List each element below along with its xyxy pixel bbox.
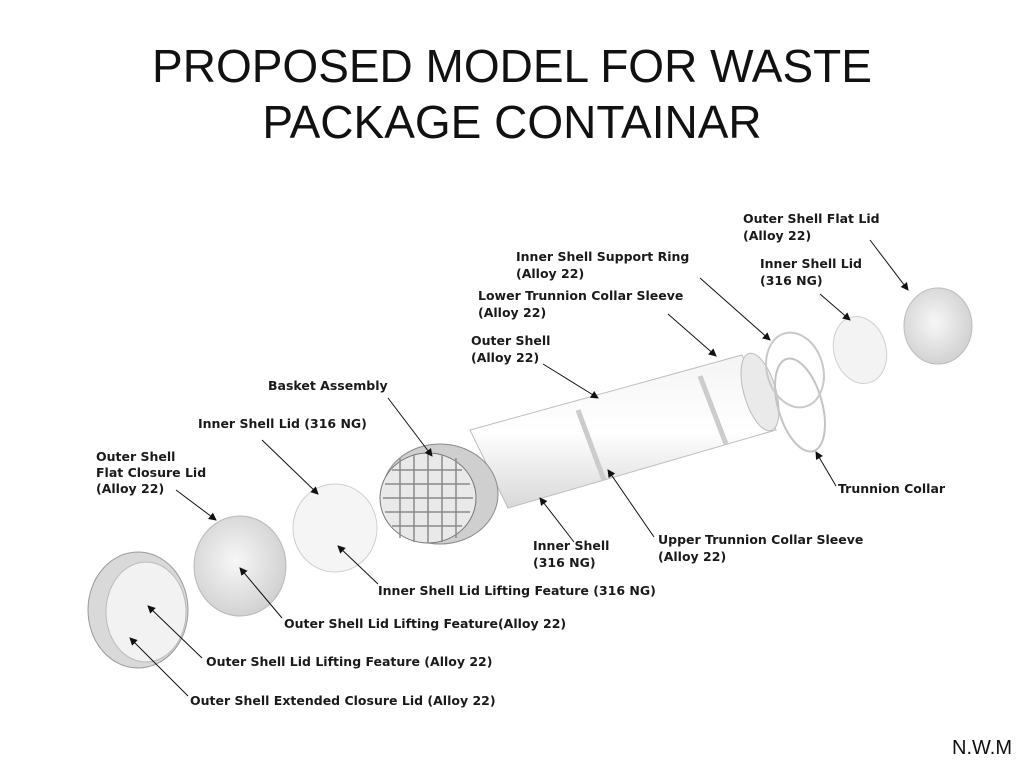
label-inner-shell-lid-lifting-feature: Inner Shell Lid Lifting Feature (316 NG)	[378, 583, 656, 598]
title-line-1: PROPOSED MODEL FOR WASTE	[152, 40, 872, 92]
label-outer-shell-extended-closure-lid: Outer Shell Extended Closure Lid (Alloy …	[190, 693, 496, 708]
slide-title: PROPOSED MODEL FOR WASTE PACKAGE CONTAIN…	[0, 38, 1024, 150]
component-outer-shell-flat-closure-lid	[193, 515, 287, 617]
label-inner-shell: Inner Shell (316 NG)	[533, 538, 614, 570]
label-outer-shell-flat-lid: Outer Shell Flat Lid (Alloy 22)	[743, 211, 884, 243]
title-line-2: PACKAGE CONTAINAR	[262, 96, 762, 148]
component-outer-shell-tube	[469, 352, 780, 509]
label-trunnion-collar: Trunnion Collar	[838, 481, 946, 496]
label-lower-trunnion-collar-sleeve: Lower Trunnion Collar Sleeve (Alloy 22)	[478, 288, 688, 320]
label-outer-shell-flat-closure-lid: Outer Shell Flat Closure Lid (Alloy 22)	[96, 449, 211, 496]
component-outer-shell-flat-lid	[903, 287, 973, 365]
label-inner-shell-lid-left: Inner Shell Lid (316 NG)	[198, 416, 367, 431]
label-basket-assembly: Basket Assembly	[268, 378, 388, 393]
component-inner-shell-lid-right	[832, 316, 888, 384]
label-upper-trunnion-collar-sleeve: Upper Trunnion Collar Sleeve (Alloy 22)	[658, 532, 868, 564]
component-inner-shell-lid-left	[292, 483, 378, 573]
component-inner-shell-support-ring	[765, 331, 825, 409]
component-basket-assembly	[379, 443, 499, 545]
component-trunnion-collar	[774, 357, 826, 453]
component-outer-shell-extended-closure-lid	[87, 551, 189, 669]
footer-initials: N.W.M	[952, 737, 1012, 759]
label-inner-shell-support-ring: Inner Shell Support Ring (Alloy 22)	[516, 249, 694, 281]
leader-arrows	[129, 239, 909, 697]
label-outer-shell-lid-lifting-feature-a: Outer Shell Lid Lifting Feature(Alloy 22…	[284, 616, 566, 631]
label-outer-shell-lid-lifting-feature-b: Outer Shell Lid Lifting Feature (Alloy 2…	[206, 654, 492, 669]
label-outer-shell: Outer Shell (Alloy 22)	[471, 333, 555, 365]
label-inner-shell-lid-top: Inner Shell Lid (316 NG)	[760, 256, 866, 288]
